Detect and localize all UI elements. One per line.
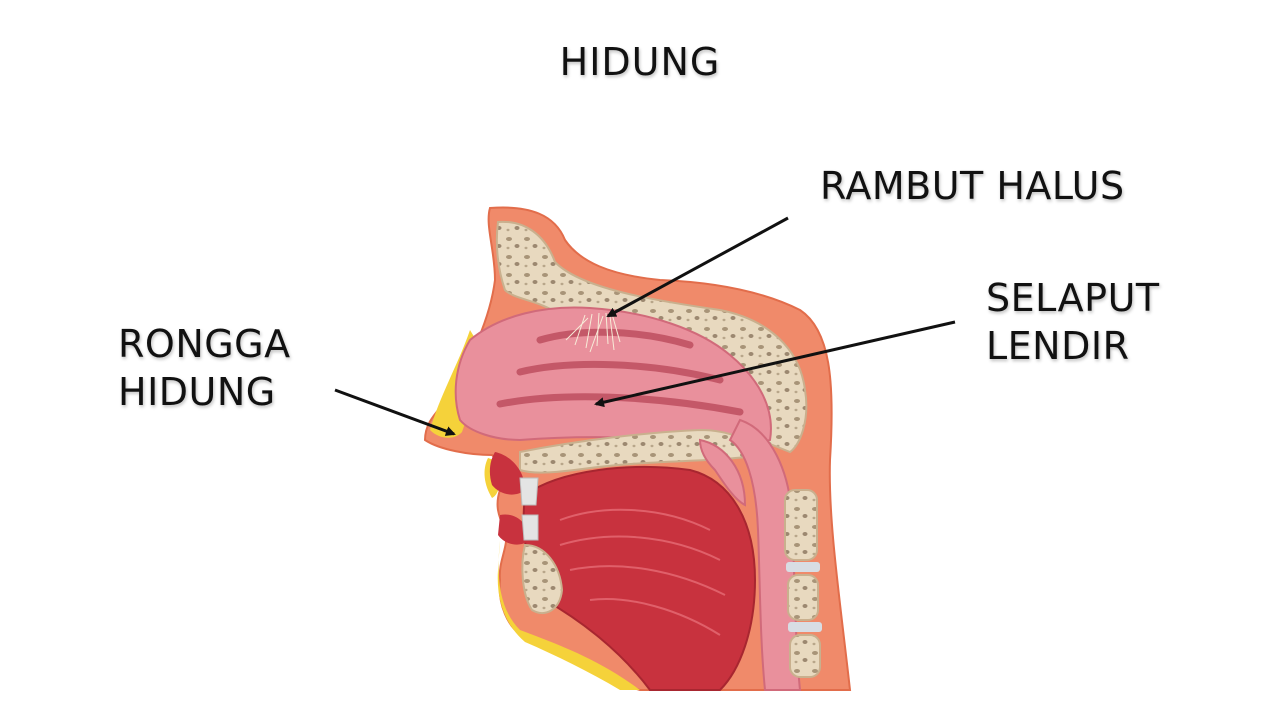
arrow-selaput-lendir	[594, 320, 956, 408]
arrow-rongga-hidung	[334, 388, 456, 436]
turbinate-middle	[516, 360, 724, 384]
upper-lip	[489, 452, 525, 495]
upper-teeth	[519, 477, 539, 506]
lower-teeth	[521, 514, 539, 541]
pharynx	[728, 418, 802, 691]
label-selaput-line1: SELAPUT	[986, 276, 1160, 320]
label-rongga-line1: RONGGA	[118, 322, 291, 366]
arrow-rambut-halus	[606, 216, 789, 318]
label-rongga-hidung: RONGGA HIDUNG	[118, 320, 291, 416]
mandible	[521, 543, 564, 615]
turbinate-upper	[536, 328, 694, 349]
diagram-title: HIDUNG	[559, 40, 721, 84]
label-selaput-line2: LENDIR	[986, 324, 1130, 368]
soft-palate	[698, 438, 747, 507]
fat-layer-chin	[497, 540, 640, 690]
label-rambut-halus: RAMBUT HALUS	[820, 162, 1125, 210]
cervical-spine	[784, 489, 821, 678]
label-rambut-halus-text: RAMBUT HALUS	[820, 164, 1125, 208]
lower-lip	[498, 514, 530, 545]
turbinate-lower	[496, 393, 744, 416]
label-rongga-line2: HIDUNG	[118, 370, 276, 414]
fine-hairs	[565, 312, 621, 353]
tongue-fibers	[559, 508, 726, 636]
label-selaput-lendir: SELAPUT LENDIR	[986, 274, 1160, 370]
spinal-discs	[786, 562, 822, 632]
